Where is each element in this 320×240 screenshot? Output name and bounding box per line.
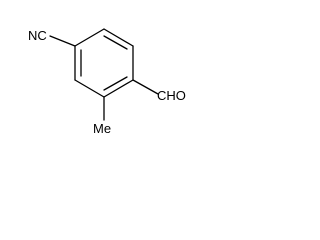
methyl-label: Me <box>93 121 112 136</box>
ring-bond-bottom-right <box>103 79 134 98</box>
aldehyde-label: CHO <box>157 88 186 103</box>
bond-to-aldehyde <box>132 79 159 95</box>
ring-double-bond-bottom-right <box>103 76 128 91</box>
bond-to-nitrile <box>49 35 76 47</box>
ring-double-bond-top-right <box>103 35 128 50</box>
structure-bonds <box>49 28 159 121</box>
chemical-structure: NC CHO Me <box>0 0 217 163</box>
nitrile-label: NC <box>28 28 47 43</box>
ring-bond-bottom-left <box>74 79 105 98</box>
ring-bond-top-left <box>74 28 105 47</box>
ring-bond-top-right <box>103 28 134 47</box>
